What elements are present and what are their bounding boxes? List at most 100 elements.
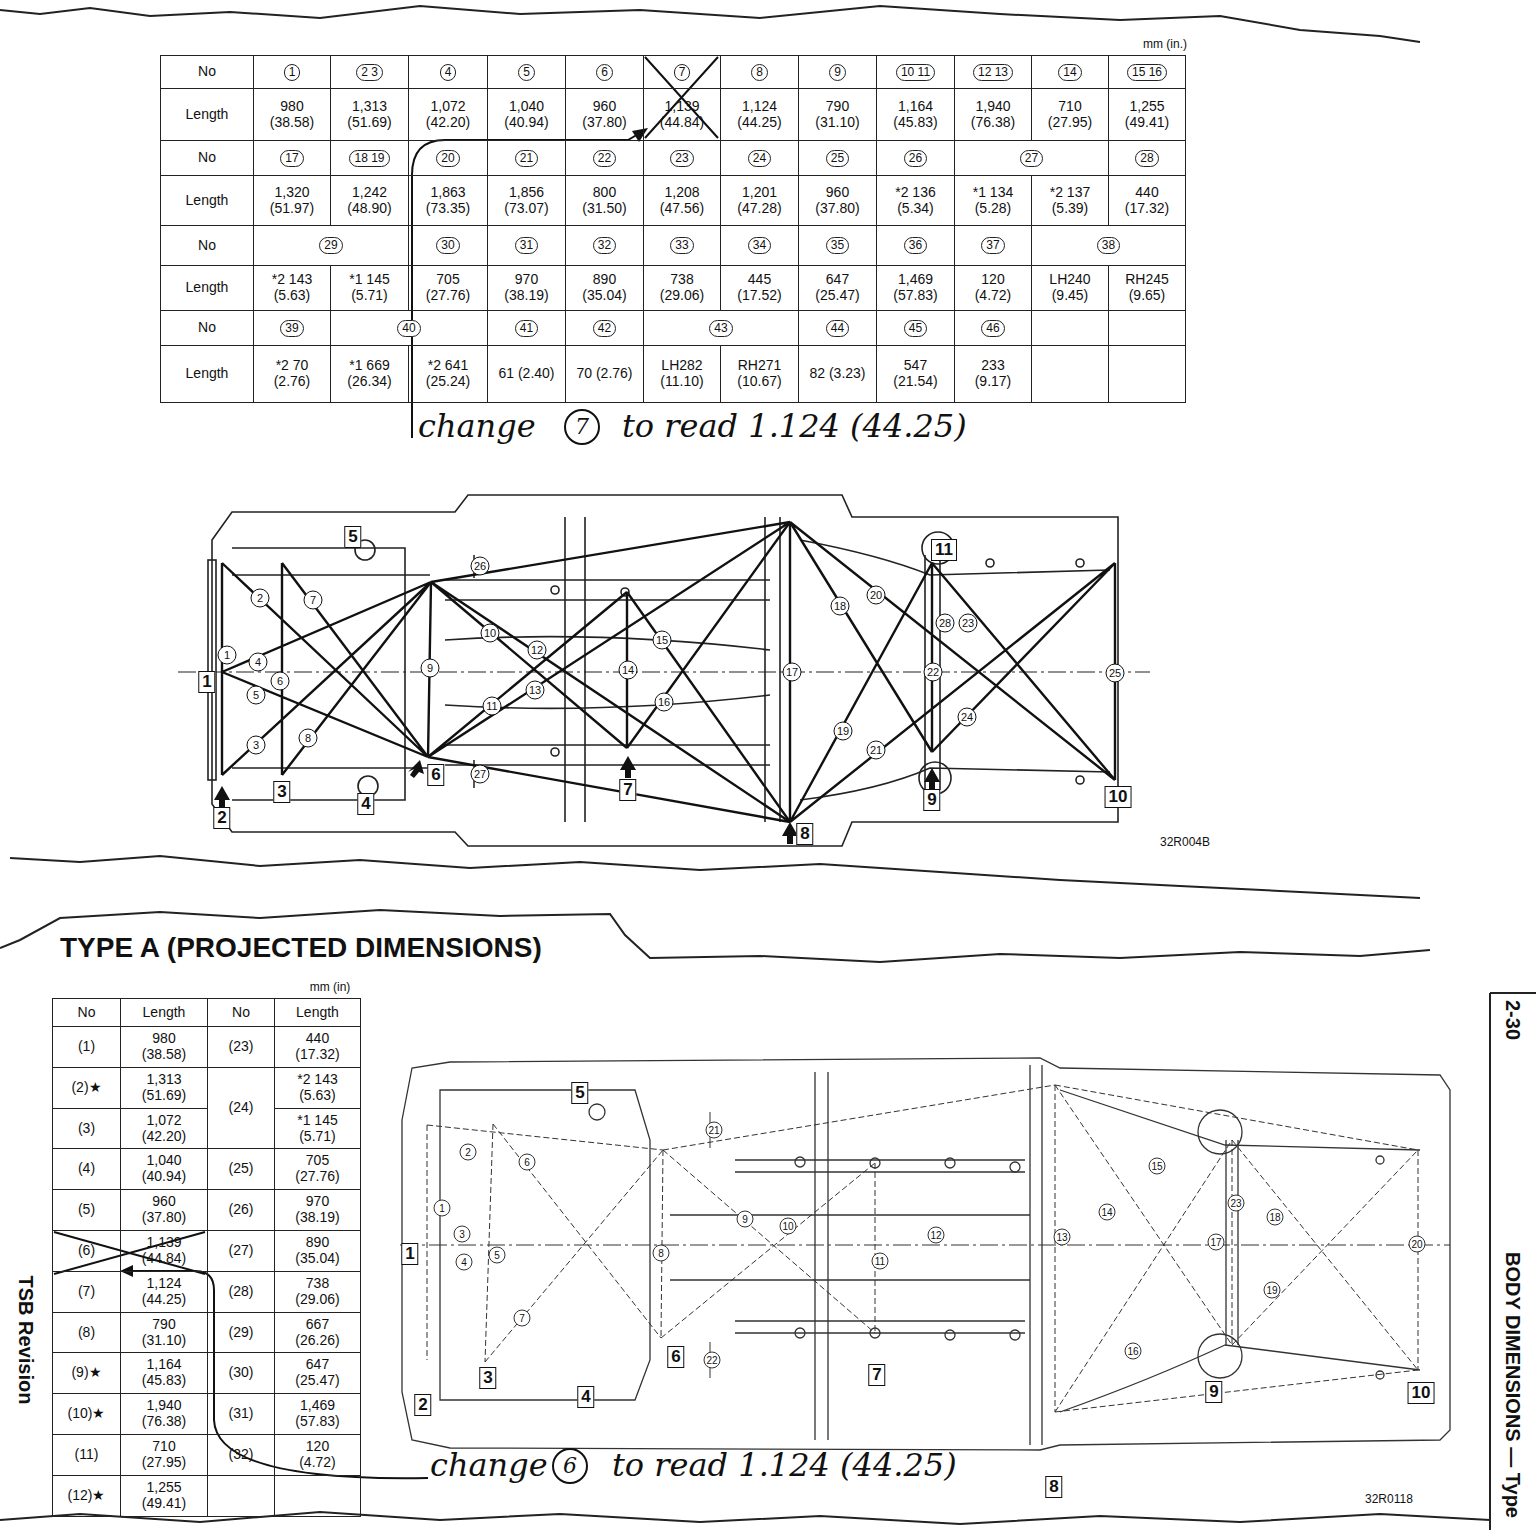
table-cell: No (160, 140, 254, 176)
table-cell: 46 (954, 310, 1032, 346)
reference-point: 2 (414, 1394, 431, 1416)
reference-point: 7 (868, 1364, 885, 1386)
table-cell: 120 (4.72) (954, 265, 1032, 311)
table-cell: 4 (408, 55, 488, 89)
reference-point: 9 (1205, 1381, 1222, 1403)
callout-number: 20 (436, 150, 459, 167)
callout-number: 11 (483, 697, 502, 716)
table-cell: 705 (27.76) (408, 265, 488, 311)
row-number: (30) (229, 1365, 254, 1381)
dimension-value: *2 137 (5.39) (1041, 185, 1099, 216)
row-header: Length (186, 366, 229, 382)
table-cell: 22 (565, 140, 644, 176)
table-cell: (2)★ (52, 1067, 121, 1109)
dimension-value: 1,242 (48.90) (341, 185, 399, 216)
row-header: No (198, 238, 216, 254)
table-cell: 31 (487, 225, 566, 266)
callout-number: 10 (780, 1218, 797, 1235)
table-cell: 27 (954, 140, 1109, 176)
reference-point: 6 (667, 1346, 684, 1368)
table-cell: 1,320 (51.97) (253, 175, 331, 226)
row-number: (29) (229, 1325, 254, 1341)
dimension-value: 1,124 (44.25) (133, 1276, 195, 1307)
dimension-value: 960 (37.80) (133, 1194, 195, 1225)
table-cell: *2 136 (5.34) (876, 175, 955, 226)
callout-number: 19 (1264, 1282, 1281, 1299)
handwritten-note: to read 1.124 (44.25) (612, 1448, 957, 1484)
table-cell: Length (160, 265, 254, 311)
row-number: (25) (229, 1161, 254, 1177)
dimension-value: 1,139 (44.84) (133, 1235, 195, 1266)
table-cell: (8) (52, 1312, 121, 1353)
dimension-value: 445 (17.52) (731, 272, 789, 303)
dimension-value: 1,040 (40.94) (498, 99, 556, 130)
dimension-value: 890 (35.04) (576, 272, 634, 303)
underbody-top-view (178, 495, 1150, 846)
table-cell: No (160, 225, 254, 266)
table-cell: 445 (17.52) (720, 265, 799, 311)
callout-number: 9 (829, 64, 846, 81)
callout-number: 26 (471, 557, 490, 576)
callout-number: 2 (251, 589, 270, 608)
callout-number: 7 (304, 591, 323, 610)
page-number: 2-30 (1502, 1000, 1524, 1040)
table-cell: 547 (21.54) (876, 345, 955, 403)
table-cell: 1,139 (44.84) (120, 1230, 208, 1272)
reference-point: 1 (198, 671, 215, 693)
callout-number: 22 (924, 663, 943, 682)
callout-number: 10 11 (896, 64, 935, 81)
callout-number: 46 (981, 320, 1004, 337)
table-cell: (25) (207, 1148, 275, 1190)
callout-number: 30 (436, 237, 459, 254)
dimension-value: 1,072 (42.20) (419, 99, 477, 130)
dimension-value: 1,863 (73.35) (419, 185, 477, 216)
row-number: (26) (229, 1202, 254, 1218)
row-number: (7) (78, 1284, 95, 1300)
table-cell: (24) (207, 1067, 275, 1149)
table-cell: 5 (487, 55, 566, 89)
table-cell: 23 (643, 140, 721, 176)
dimension-value: *1 145 (5.71) (341, 272, 399, 303)
table-cell: 2 3 (330, 55, 409, 89)
callout-number: 45 (904, 320, 927, 337)
dimension-value: LH240 (9.45) (1041, 272, 1099, 303)
row-header: Length (186, 280, 229, 296)
callout-number: 33 (670, 237, 693, 254)
table-cell: Length (120, 998, 208, 1027)
projected-measurement-lines (427, 1085, 1418, 1412)
table-cell: 710 (27.95) (1031, 88, 1109, 141)
callout-number: 15 16 (1127, 64, 1167, 81)
callout-number: 21 (515, 150, 538, 167)
table-cell: 1 (253, 55, 331, 89)
table-cell: No (160, 55, 254, 89)
correction-arrows (130, 133, 640, 1478)
table-cell: 970 (38.19) (487, 265, 566, 311)
callout-number: 27 (1020, 150, 1043, 167)
table-cell: (31) (207, 1393, 275, 1435)
reference-point: 1 (401, 1243, 418, 1265)
dimension-value: 1,201 (47.28) (731, 185, 789, 216)
callout-number: 18 (831, 597, 850, 616)
table-cell: 960 (37.80) (120, 1189, 208, 1231)
callout-number: 23 (1228, 1195, 1245, 1212)
callout-number: 2 3 (356, 64, 383, 81)
handwritten-note: change (430, 1448, 548, 1484)
dimension-value: 710 (27.95) (1041, 99, 1099, 130)
callout-number: 41 (515, 320, 538, 337)
table-cell: 890 (35.04) (565, 265, 644, 311)
row-number: (31) (229, 1406, 254, 1422)
table-cell: 35 (798, 225, 877, 266)
dimension-value: *1 134 (5.28) (964, 185, 1022, 216)
dimension-value: 1,940 (76.38) (964, 99, 1022, 130)
table-cell: 1,242 (48.90) (330, 175, 409, 226)
dimension-value: 1,255 (49.41) (133, 1480, 195, 1511)
table-cell: 1,940 (76.38) (954, 88, 1032, 141)
dimension-value: 647 (25.47) (287, 1357, 349, 1388)
table-cell: *1 145 (5.71) (274, 1108, 361, 1149)
table-cell: 1,201 (47.28) (720, 175, 799, 226)
table-cell: 12 13 (954, 55, 1032, 89)
callout-number: 4 (249, 653, 268, 672)
table-cell: 45 (876, 310, 955, 346)
callout-number: 42 (593, 320, 616, 337)
